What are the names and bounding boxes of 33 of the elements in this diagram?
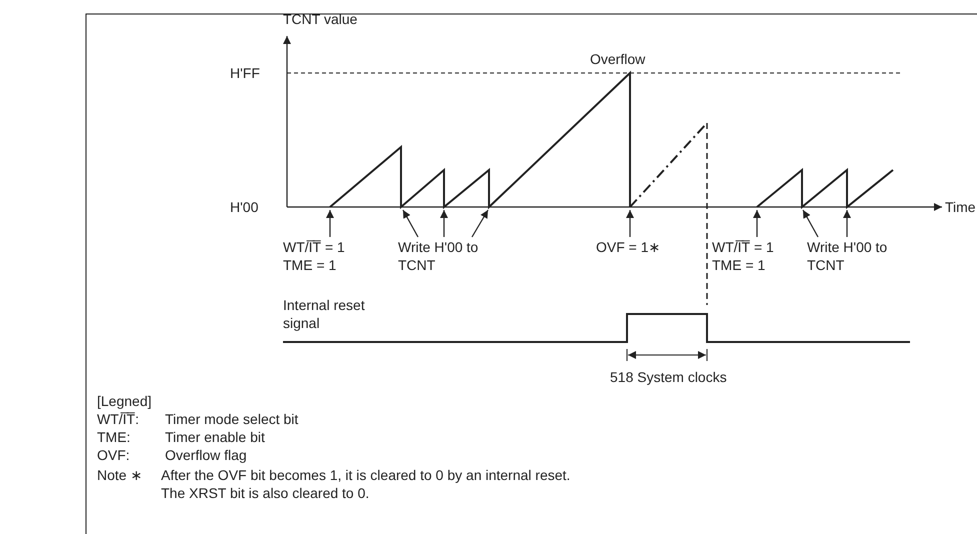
legend-term: WT/I̅T̅: [97,410,139,428]
callout-label: TME = 1 [712,256,766,274]
callout-label: Write H'00 to TCNT [398,238,498,274]
tick-label: H'FF [230,64,260,82]
counter-waveform [756,168,894,210]
legend-description: Timer mode select bit [165,410,298,428]
leader-arrow [402,210,419,238]
tick-label: H'00 [230,198,258,216]
legend-description: Overflow flag [165,446,247,464]
legend-description: Timer enable bit [165,428,265,446]
note-label: Note ∗ [97,466,142,484]
axis-title: TCNT value [283,10,358,28]
leader-arrow [471,210,489,238]
axis-title: Time [945,198,976,216]
callout-label: WT/I̅T̅ = 1 [283,238,345,256]
leader-arrow [843,210,851,237]
leader-arrow [802,210,819,238]
leader-arrow [440,210,448,237]
note-text: After the OVF bit becomes 1, it is cleared to 0 by an internal reset. The XRST bit is also cleared to 0. [161,466,572,502]
legend-term: TME: [97,428,130,446]
callout-label: WT/I̅T̅ = 1 [712,238,774,256]
callout-label: TME = 1 [283,256,338,274]
leader-arrow [626,210,634,237]
leader-arrow [753,210,761,237]
callout-label: OVF = 1∗ [596,238,696,256]
leader-arrow [326,210,334,237]
dimension-label: 518 System clocks [610,368,727,386]
signal-name: Internal reset signal [283,296,366,332]
legend-term: OVF: [97,446,130,464]
callout-label: Write H'00 to TCNT [807,238,907,274]
annotation: Overflow [590,50,646,68]
legend-heading: [Legned] [97,392,152,410]
counter-waveform [329,70,631,210]
